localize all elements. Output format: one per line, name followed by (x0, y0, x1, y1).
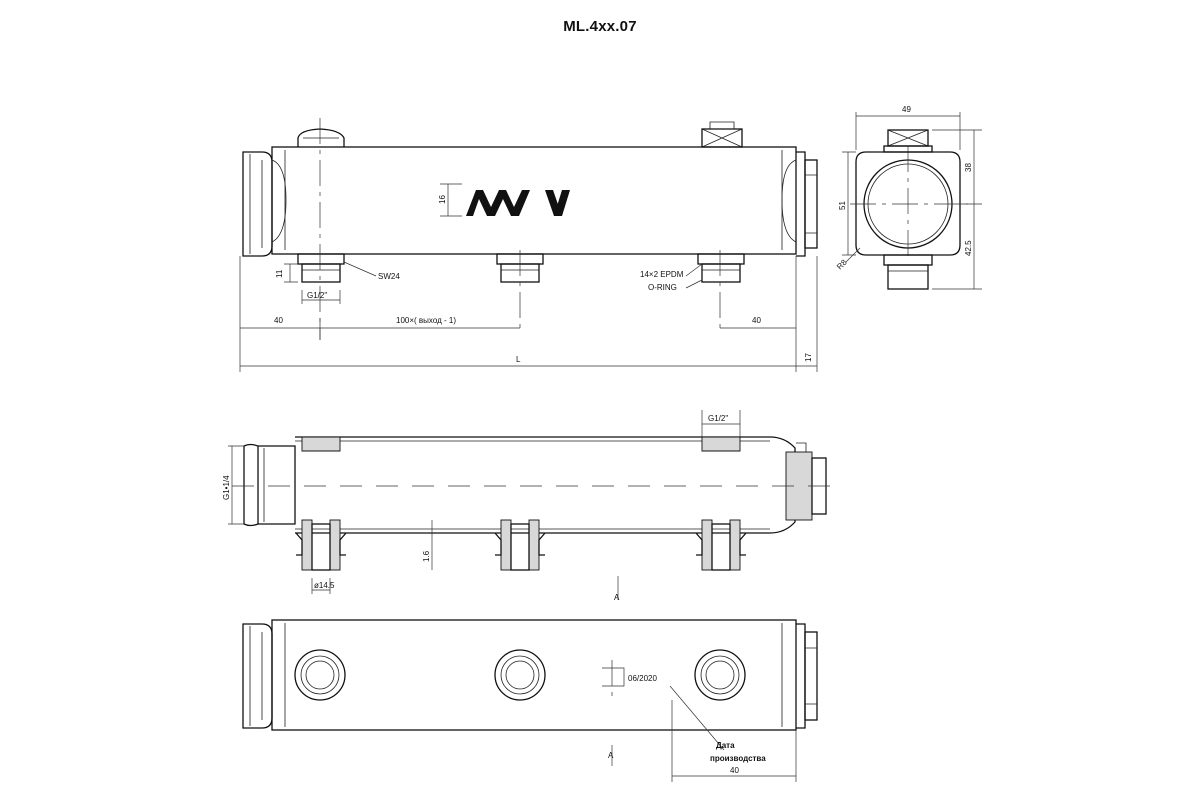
sw-label: SW24 (378, 272, 400, 281)
section-outlet-2 (494, 519, 546, 571)
dim-logo-h: 16 (438, 195, 447, 204)
dim-left: 40 (274, 316, 283, 325)
bore-label: ø14.5 (314, 581, 335, 590)
section-view (228, 410, 835, 600)
outlet-1 (297, 253, 345, 283)
dim-bottom: 42.5 (964, 240, 973, 256)
dim-right: 40 (752, 316, 761, 325)
dim-length: L (516, 355, 521, 364)
port-1 (294, 649, 346, 701)
drawing-title: ML.4xx.07 (563, 18, 637, 35)
bottom-view (242, 619, 818, 782)
front-view (239, 118, 818, 372)
port-3 (694, 649, 746, 701)
dim-width: 49 (902, 105, 911, 114)
dim-top: 38 (964, 163, 973, 172)
date-code: 06/2020 (628, 674, 657, 683)
thread-label-section: G1/2" (708, 414, 728, 423)
date-label-2: производства (710, 754, 766, 763)
section-mark-bottom: A (608, 751, 614, 760)
port-2 (494, 649, 546, 701)
dim-radius: R8 (835, 257, 849, 271)
dim-pitch: 100×( выход - 1) (396, 316, 456, 325)
dim-thread-h: 11 (275, 269, 284, 278)
wall-label: 1.6 (422, 550, 431, 562)
dim-offset: 40 (730, 766, 739, 775)
dim-height: 51 (838, 201, 847, 210)
oring-label-1: 14×2 EPDM (640, 270, 684, 279)
date-label-1: Дата (716, 741, 735, 750)
section-outlet-3 (695, 519, 747, 571)
section-outlet-1 (295, 519, 347, 571)
oring-label-2: O-RING (648, 283, 677, 292)
side-view (842, 112, 982, 290)
dim-end: 17 (804, 353, 813, 362)
outlet-3 (697, 253, 745, 283)
pipe-label: G1•1/4 (222, 475, 231, 500)
thread-label-front: G1/2" (307, 291, 327, 300)
section-mark-top: A (614, 593, 620, 602)
mvi-logo (466, 190, 570, 216)
